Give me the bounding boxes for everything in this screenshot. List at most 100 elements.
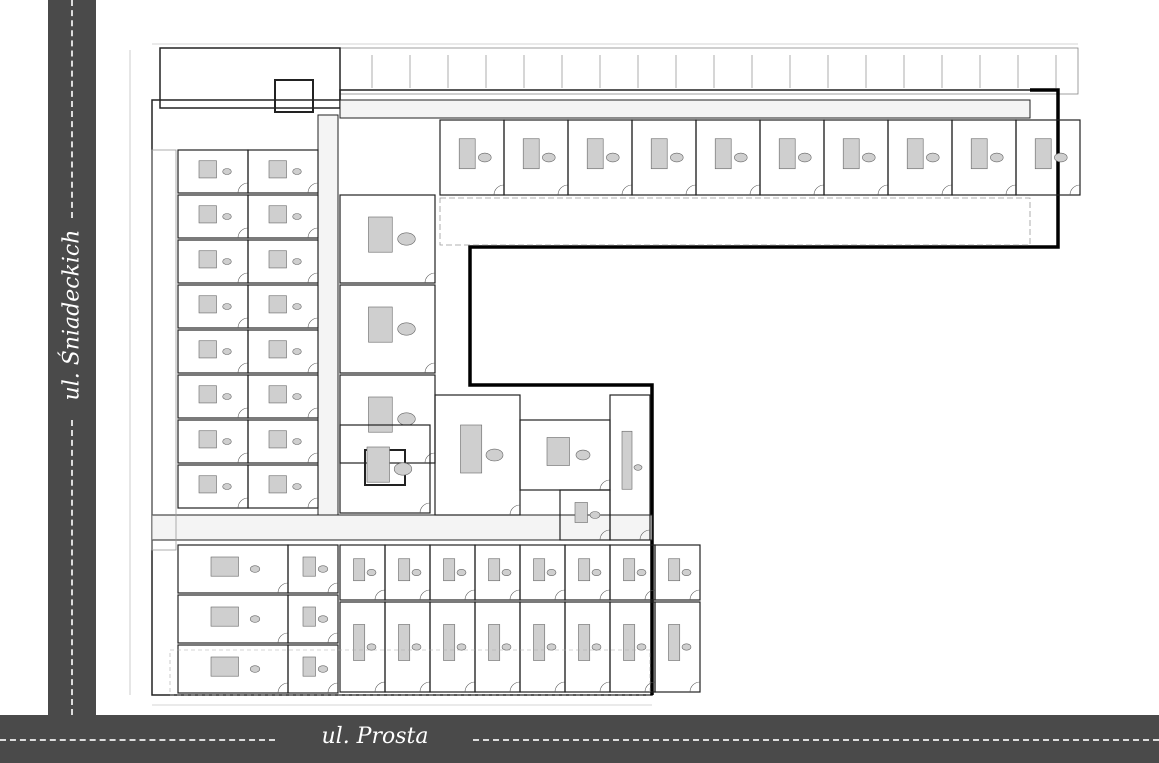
door-swing — [689, 589, 701, 601]
door-swing — [327, 632, 339, 644]
furniture-bed — [522, 138, 540, 170]
furniture-table — [862, 152, 876, 163]
door-swing — [307, 317, 319, 329]
elevator — [274, 79, 314, 113]
furniture-bed — [198, 160, 217, 179]
lane-marking — [473, 739, 1159, 741]
furniture-bed — [198, 295, 217, 314]
furniture-table — [636, 569, 647, 576]
room — [247, 284, 319, 329]
door-swing — [509, 504, 521, 516]
floor-plan — [129, 43, 1081, 706]
furniture-bed — [586, 138, 604, 170]
door-swing — [813, 184, 825, 196]
door-swing — [557, 184, 569, 196]
furniture-table — [589, 511, 601, 519]
furniture-bed — [460, 424, 483, 474]
furniture-table — [606, 152, 620, 163]
room — [1015, 119, 1081, 196]
furniture-bed — [368, 396, 393, 433]
lane-marking — [71, 420, 73, 715]
furniture-bed — [368, 306, 393, 343]
room — [247, 374, 319, 419]
room — [287, 544, 339, 594]
furniture-bed — [533, 624, 546, 661]
furniture-table — [292, 483, 302, 490]
furniture-bed — [443, 624, 456, 661]
room — [287, 594, 339, 644]
door-swing — [599, 479, 611, 491]
door-swing — [374, 681, 386, 693]
door-swing — [374, 589, 386, 601]
furniture-table — [317, 565, 329, 573]
room — [247, 329, 319, 374]
door-swing — [237, 497, 249, 509]
furniture-table — [591, 643, 602, 651]
furniture-table — [397, 412, 416, 426]
door-swing — [307, 272, 319, 284]
door-swing — [307, 497, 319, 509]
furniture-bed — [970, 138, 988, 170]
door-swing — [1069, 184, 1081, 196]
door-swing — [237, 317, 249, 329]
furniture-bed — [668, 624, 681, 661]
furniture-table — [317, 665, 329, 673]
furniture-bed — [198, 205, 217, 224]
furniture-table — [411, 643, 422, 651]
furniture-bed — [268, 295, 287, 314]
furniture-table — [222, 393, 232, 400]
door-swing — [599, 529, 611, 541]
furniture-bed — [621, 430, 633, 490]
room — [339, 194, 436, 284]
furniture-table — [798, 152, 812, 163]
furniture-bed — [714, 138, 732, 170]
door-swing — [493, 184, 505, 196]
furniture-table — [456, 569, 467, 576]
furniture-bed — [302, 656, 316, 677]
door-swing — [327, 582, 339, 594]
furniture-bed — [198, 385, 217, 404]
furniture-table — [249, 565, 261, 573]
room — [654, 601, 701, 693]
door-swing — [307, 227, 319, 239]
furniture-table — [575, 449, 591, 461]
furniture-table — [478, 152, 492, 163]
furniture-table — [292, 258, 302, 265]
furniture-bed — [574, 502, 588, 523]
room — [247, 464, 319, 509]
furniture-bed — [443, 558, 456, 582]
furniture-table — [366, 569, 377, 576]
door-swing — [554, 589, 566, 601]
door-swing — [419, 502, 431, 514]
door-swing — [307, 407, 319, 419]
furniture-table — [501, 569, 512, 576]
furniture-bed — [398, 624, 411, 661]
room — [247, 194, 319, 239]
furniture-table — [366, 643, 377, 651]
door-swing — [464, 589, 476, 601]
furniture-table — [591, 569, 602, 576]
lane-marking — [0, 739, 275, 741]
door-swing — [424, 452, 436, 464]
furniture-table — [222, 258, 232, 265]
furniture-bed — [533, 558, 546, 582]
room — [247, 149, 319, 194]
furniture-bed — [368, 216, 393, 253]
furniture-bed — [268, 475, 287, 494]
furniture-table — [317, 615, 329, 623]
furniture-bed — [198, 250, 217, 269]
lane-marking — [71, 0, 73, 218]
balcony — [439, 197, 1031, 246]
furniture-table — [393, 462, 413, 476]
furniture-bed — [778, 138, 796, 170]
furniture-table — [222, 303, 232, 310]
door-swing — [1005, 184, 1017, 196]
door-swing — [419, 681, 431, 693]
corridor — [151, 514, 653, 541]
furniture-table — [546, 643, 557, 651]
door-swing — [749, 184, 761, 196]
parking-area — [339, 47, 1079, 95]
door-swing — [639, 529, 651, 541]
door-swing — [277, 632, 289, 644]
